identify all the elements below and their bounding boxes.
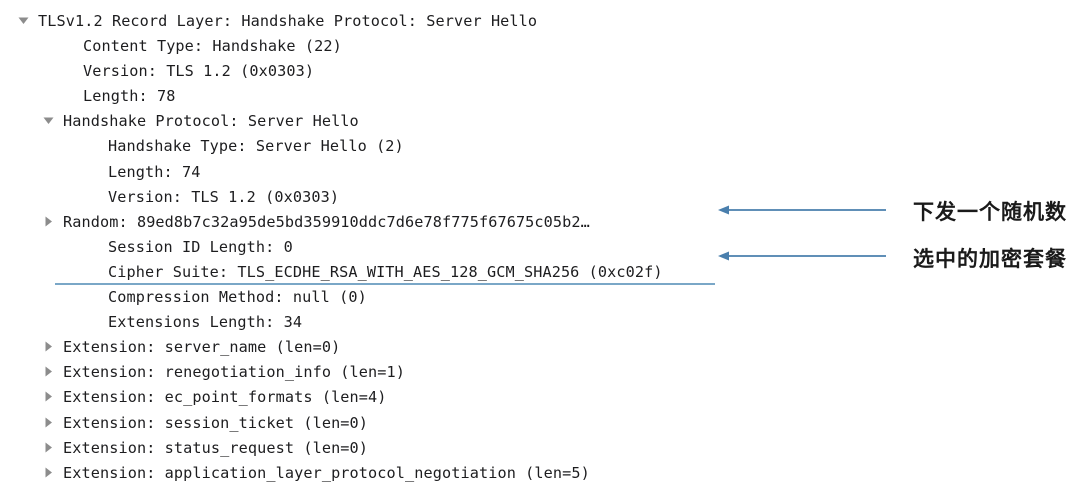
tree-row[interactable]: Compression Method: null (0) xyxy=(0,285,760,310)
annotation-label-random: 下发一个随机数 xyxy=(913,200,1067,224)
tree-row[interactable]: Extension: application_layer_protocol_ne… xyxy=(0,461,760,486)
tree-row-label: Compression Method: null (0) xyxy=(108,288,367,307)
tree-row-label: Length: 78 xyxy=(83,87,176,106)
triangle-down-icon[interactable] xyxy=(43,115,63,126)
tree-row-label: Cipher Suite: TLS_ECDHE_RSA_WITH_AES_128… xyxy=(108,262,663,281)
tree-row-label: Content Type: Handshake (22) xyxy=(83,37,342,56)
tree-row[interactable]: Length: 74 xyxy=(0,160,760,185)
tree-row-label: Session ID Length: 0 xyxy=(108,237,293,256)
annotation-arrow-cipher-suite xyxy=(718,250,886,262)
tree-row[interactable]: Extension: renegotiation_info (len=1) xyxy=(0,360,760,385)
tree-row[interactable]: Content Type: Handshake (22) xyxy=(0,34,760,59)
triangle-right-icon[interactable] xyxy=(43,341,63,352)
tree-row-label: Random: 89ed8b7c32a95de5bd359910ddc7d6e7… xyxy=(63,212,590,231)
tree-row[interactable]: Extension: server_name (len=0) xyxy=(0,335,760,360)
tree-row-label: Extension: renegotiation_info (len=1) xyxy=(63,363,406,382)
tree-row-label: Extension: server_name (len=0) xyxy=(63,338,341,357)
packet-detail-tree: TLSv1.2 Record Layer: Handshake Protocol… xyxy=(0,9,760,486)
tree-row-label: Version: TLS 1.2 (0x0303) xyxy=(108,187,340,206)
tree-row[interactable]: Extensions Length: 34 xyxy=(0,310,760,335)
triangle-right-icon[interactable] xyxy=(43,391,63,402)
triangle-right-icon[interactable] xyxy=(43,442,63,453)
tree-row[interactable]: Version: TLS 1.2 (0x0303) xyxy=(0,185,760,210)
tree-row[interactable]: Extension: ec_point_formats (len=4) xyxy=(0,385,760,410)
tree-row-label: Extension: ec_point_formats (len=4) xyxy=(63,388,387,407)
triangle-right-icon[interactable] xyxy=(43,216,63,227)
annotation-label-cipher-suite: 选中的加密套餐 xyxy=(913,247,1067,271)
tree-row-label: Version: TLS 1.2 (0x0303) xyxy=(83,62,315,81)
tree-row-label: Extension: application_layer_protocol_ne… xyxy=(63,463,590,482)
annotation-arrow-random xyxy=(718,204,886,216)
tree-row-label: Extension: session_ticket (len=0) xyxy=(63,413,369,432)
tree-row[interactable]: Version: TLS 1.2 (0x0303) xyxy=(0,59,760,84)
tree-row[interactable]: Handshake Type: Server Hello (2) xyxy=(0,134,760,159)
tree-row-label: TLSv1.2 Record Layer: Handshake Protocol… xyxy=(38,12,538,30)
tree-row[interactable]: TLSv1.2 Record Layer: Handshake Protocol… xyxy=(0,9,760,34)
tree-row[interactable]: Length: 78 xyxy=(0,84,760,109)
tree-row[interactable]: Session ID Length: 0 xyxy=(0,235,760,260)
triangle-down-icon[interactable] xyxy=(18,15,38,26)
selection-underline xyxy=(55,283,715,286)
tree-row-label: Handshake Protocol: Server Hello xyxy=(63,112,359,131)
tree-row[interactable]: Random: 89ed8b7c32a95de5bd359910ddc7d6e7… xyxy=(0,210,760,235)
tree-row-selected[interactable]: Cipher Suite: TLS_ECDHE_RSA_WITH_AES_128… xyxy=(0,260,760,286)
tree-row-label: Extension: status_request (len=0) xyxy=(63,438,369,457)
triangle-right-icon[interactable] xyxy=(43,417,63,428)
tree-row[interactable]: Handshake Protocol: Server Hello xyxy=(0,109,760,134)
tree-row[interactable]: Extension: session_ticket (len=0) xyxy=(0,411,760,436)
tree-row-label: Handshake Type: Server Hello (2) xyxy=(108,137,404,156)
tree-row-label: Extensions Length: 34 xyxy=(108,313,303,332)
triangle-right-icon[interactable] xyxy=(43,467,63,478)
tree-row[interactable]: Extension: status_request (len=0) xyxy=(0,436,760,461)
triangle-right-icon[interactable] xyxy=(43,366,63,377)
tree-row-label: Length: 74 xyxy=(108,162,201,181)
